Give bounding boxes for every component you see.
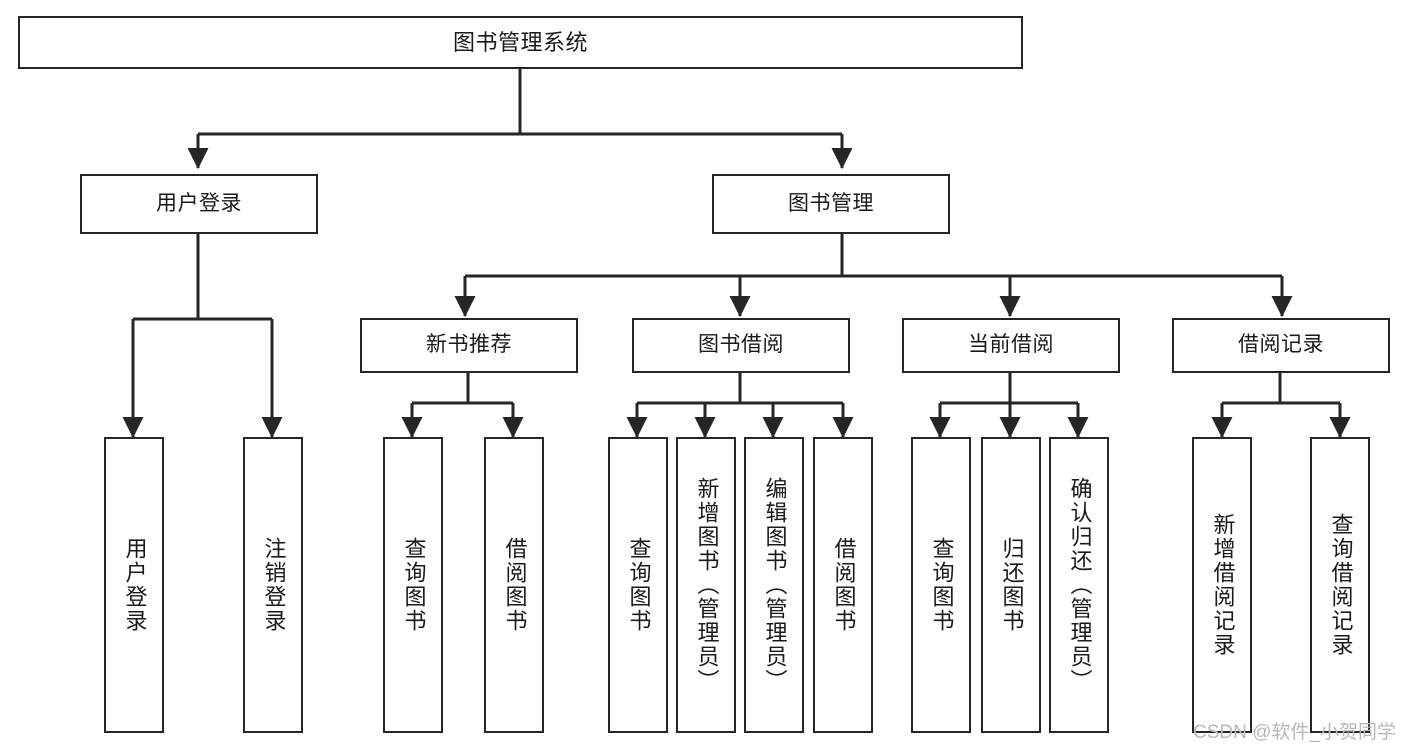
node-leaf-edit-book[interactable]: 编辑图书（管理员）: [744, 437, 804, 733]
node-user-login[interactable]: 用户登录: [80, 174, 318, 234]
node-leaf-return-book-label: 归还图书: [999, 537, 1025, 633]
node-leaf-borrow-book-2-label: 借阅图书: [831, 537, 857, 633]
node-leaf-user-login[interactable]: 用户登录: [104, 437, 164, 733]
node-book-management-label: 图书管理: [788, 191, 874, 215]
node-leaf-query-book-3-label: 查询图书: [929, 537, 955, 633]
node-leaf-add-record[interactable]: 新增借阅记录: [1192, 437, 1252, 733]
node-leaf-borrow-book-1-label: 借阅图书: [502, 537, 528, 633]
node-user-login-label: 用户登录: [156, 191, 242, 215]
node-leaf-query-book-1-label: 查询图书: [401, 537, 427, 633]
node-new-book-recommend-label: 新书推荐: [426, 333, 512, 357]
node-leaf-borrow-book-1[interactable]: 借阅图书: [484, 437, 544, 733]
node-leaf-query-book-1[interactable]: 查询图书: [383, 437, 443, 733]
node-leaf-user-logout[interactable]: 注销登录: [243, 437, 303, 733]
node-leaf-add-book[interactable]: 新增图书（管理员）: [676, 437, 736, 733]
node-leaf-add-record-label: 新增借阅记录: [1210, 513, 1236, 657]
node-new-book-recommend[interactable]: 新书推荐: [360, 318, 578, 373]
node-leaf-user-login-label: 用户登录: [122, 537, 148, 633]
node-leaf-query-record[interactable]: 查询借阅记录: [1310, 437, 1370, 733]
node-leaf-user-logout-label: 注销登录: [261, 537, 287, 633]
node-current-borrow-label: 当前借阅: [968, 333, 1054, 357]
node-leaf-query-record-label: 查询借阅记录: [1328, 513, 1354, 657]
node-borrow-record-label: 借阅记录: [1238, 333, 1324, 357]
node-leaf-query-book-3[interactable]: 查询图书: [911, 437, 971, 733]
node-leaf-query-book-2-label: 查询图书: [626, 537, 652, 633]
node-leaf-confirm-return[interactable]: 确认归还（管理员）: [1049, 437, 1109, 733]
node-leaf-add-book-label: 新增图书（管理员）: [694, 477, 720, 693]
node-book-management[interactable]: 图书管理: [712, 174, 950, 234]
node-book-borrow[interactable]: 图书借阅: [632, 318, 850, 373]
node-leaf-edit-book-label: 编辑图书（管理员）: [762, 477, 788, 693]
node-leaf-confirm-return-label: 确认归还（管理员）: [1067, 477, 1093, 693]
node-root-label: 图书管理系统: [452, 29, 588, 55]
csdn-watermark: CSDN @软件_小贺同学: [1193, 722, 1396, 743]
node-leaf-borrow-book-2[interactable]: 借阅图书: [813, 437, 873, 733]
node-current-borrow[interactable]: 当前借阅: [902, 318, 1120, 373]
node-book-borrow-label: 图书借阅: [698, 333, 784, 357]
node-leaf-return-book[interactable]: 归还图书: [981, 437, 1041, 733]
node-borrow-record[interactable]: 借阅记录: [1172, 318, 1390, 373]
node-root[interactable]: 图书管理系统: [18, 16, 1023, 69]
node-leaf-query-book-2[interactable]: 查询图书: [608, 437, 668, 733]
